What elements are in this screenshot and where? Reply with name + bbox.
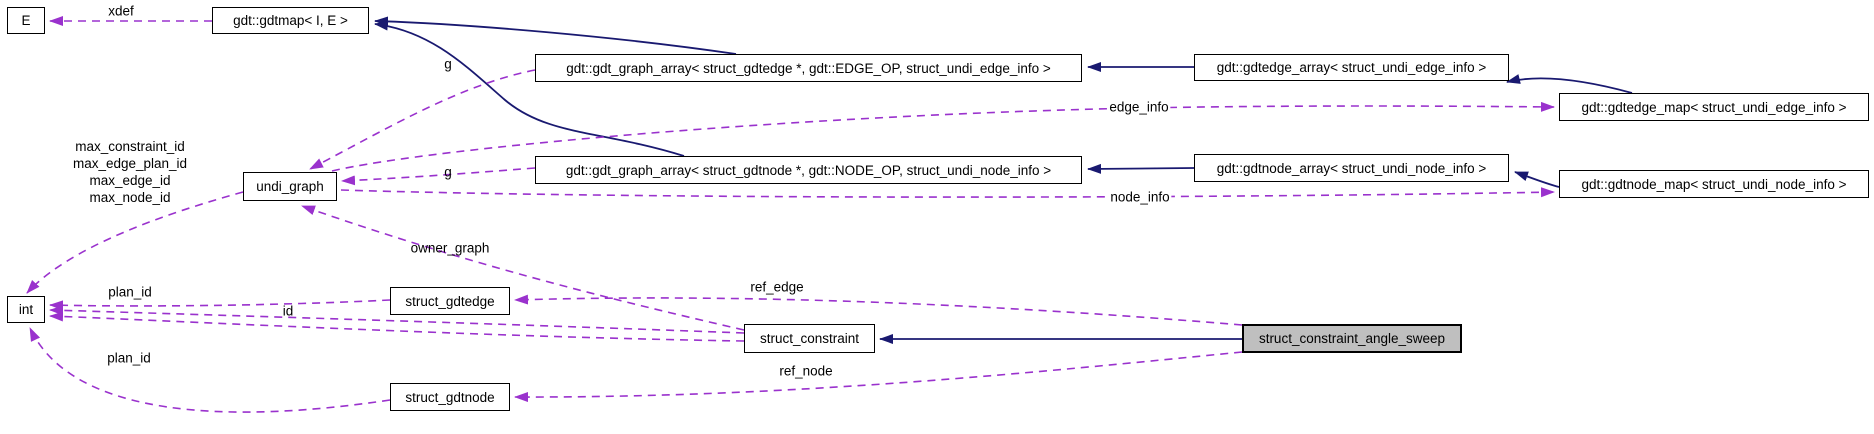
edge-label-node-info: node_info (1108, 188, 1172, 206)
node-gdt-graph-array-edge[interactable]: gdt::gdt_graph_array< struct_gdtedge *, … (535, 54, 1082, 82)
edge-usage-ref-edge (514, 294, 1243, 326)
edge-label-max-edge-id: max_edge_id (89, 173, 171, 188)
node-int[interactable]: int (7, 296, 45, 323)
edge-inherit-gdtnode-array-to-graph-array-node (1087, 163, 1195, 174)
edge-usage-g-node (341, 167, 536, 186)
edge-usage-owner-graph (301, 205, 745, 331)
edge-usage-max-ids (26, 191, 244, 294)
node-e[interactable]: E (7, 7, 45, 34)
node-gdtnode-map[interactable]: gdt::gdtnode_map< struct_undi_node_info … (1559, 170, 1869, 198)
node-struct-constraint[interactable]: struct_constraint (744, 324, 875, 353)
edge-label-g-edge: g (444, 56, 452, 72)
node-struct-gdtedge[interactable]: struct_gdtedge (390, 287, 510, 315)
edge-label-max-constraint-id: max_constraint_id (75, 139, 185, 154)
node-struct-gdtnode[interactable]: struct_gdtnode (390, 383, 510, 411)
edge-label-plan-id-node: plan_id (107, 350, 151, 366)
edge-label-plan-id-edge: plan_id (108, 284, 152, 300)
edge-label-edge-info: edge_info (1107, 98, 1171, 116)
node-undi-graph[interactable]: undi_graph (243, 172, 337, 201)
node-gdtedge-array[interactable]: gdt::gdtedge_array< struct_undi_edge_inf… (1194, 54, 1509, 81)
edge-usage-ref-node (514, 351, 1243, 403)
edge-usage-id-2 (49, 311, 745, 342)
node-struct-constraint-angle-sweep[interactable]: struct_constraint_angle_sweep (1242, 324, 1462, 353)
edge-usage-edge-info (331, 101, 1555, 172)
edge-usage-plan-id-edge (49, 299, 391, 311)
edge-inherit-gdtnode-map-to-gdtnode-array (1514, 171, 1560, 188)
node-gdt-graph-array-node[interactable]: gdt::gdt_graph_array< struct_gdtnode *, … (535, 156, 1082, 184)
node-gdtedge-map[interactable]: gdt::gdtedge_map< struct_undi_edge_info … (1559, 93, 1869, 121)
edge-label-ref-edge: ref_edge (750, 279, 804, 295)
edge-usage-node-info (340, 187, 1555, 198)
edge-inherit-graph-array-node-to-gdtmap (374, 20, 685, 157)
edge-usage-id (49, 305, 745, 334)
edge-usage-g-edge (309, 69, 536, 170)
edge-label-ref-node: ref_node (779, 363, 833, 379)
node-gdtnode-array[interactable]: gdt::gdtnode_array< struct_undi_node_inf… (1194, 154, 1509, 182)
edge-inherit-graph-array-edge-to-gdtmap (374, 16, 737, 55)
edge-usage-plan-id-node (29, 327, 391, 413)
edge-inherit-gdtedge-map-to-gdtedge-array (1506, 74, 1633, 94)
edge-label-max-edge-plan-id: max_edge_plan_id (72, 156, 188, 171)
edge-label-max-node-id: max_node_id (89, 190, 171, 205)
node-gdtmap[interactable]: gdt::gdtmap< I, E > (212, 7, 369, 34)
edge-label-g-node: g (444, 164, 452, 180)
edge-label-max-ids: max_constraint_id max_edge_plan_id max_e… (71, 138, 189, 206)
edge-label-owner-graph: owner_graph (410, 240, 490, 256)
edge-label-id: id (282, 303, 294, 319)
edge-label-xdef: xdef (108, 3, 134, 19)
